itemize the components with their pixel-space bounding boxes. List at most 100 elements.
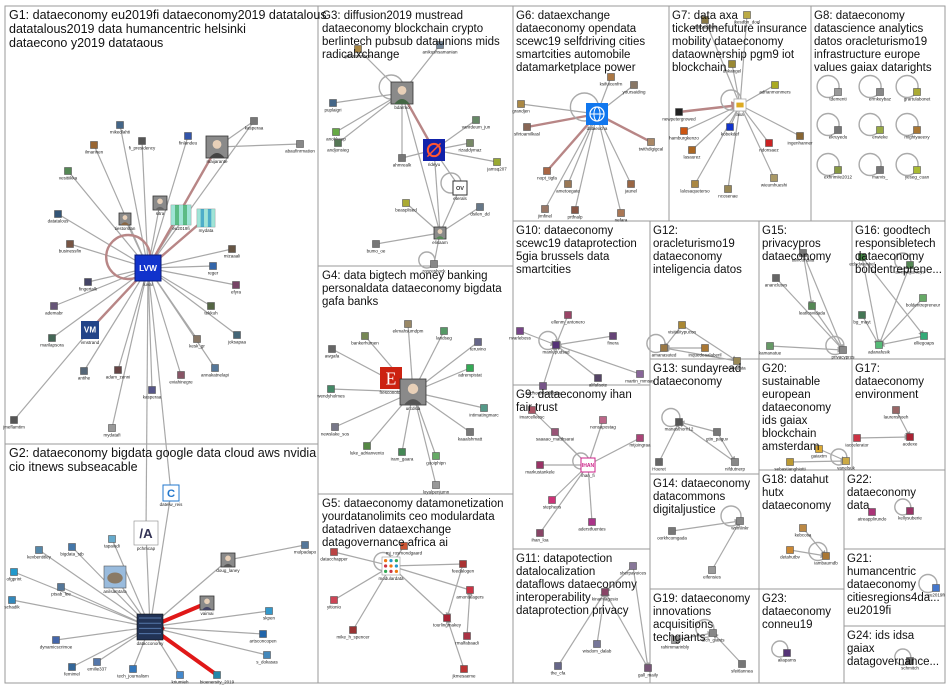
node-g12-a[interactable]: visitalitypucon [668, 321, 697, 335]
node-g1-v[interactable]: annakatnelapi [201, 364, 229, 378]
node-g7-c[interactable]: newpetergrowed [662, 108, 696, 122]
node-g9-f[interactable]: markustankele [525, 461, 555, 475]
node-g7-k[interactable]: lalosaqueterso [680, 180, 710, 194]
node-g10-b[interactable]: manlupudsad [542, 341, 570, 355]
node-g1-b[interactable]: mydata [196, 208, 216, 233]
node-g3-g[interactable]: anikushsamanian [422, 41, 458, 55]
node-g7-a[interactable]: axa [733, 98, 747, 117]
node-g4-f[interactable]: landseg [436, 327, 452, 341]
node-g2-j[interactable]: ofgprint [6, 568, 22, 582]
node-g21-a[interactable]: eu2019fi [927, 584, 945, 598]
node-g14-c[interactable]: eifensies [703, 566, 722, 580]
node-g13-c[interactable]: Hoeret [652, 458, 666, 472]
node-g3-h[interactable]: puplaigri [324, 99, 342, 113]
node-g3-m[interactable]: rizaddymaz [458, 139, 482, 153]
node-g2-i[interactable]: tapaiudi [104, 535, 120, 549]
node-g4-g[interactable]: teruvino [470, 338, 487, 352]
node-g17-a[interactable]: iaccelerator [845, 434, 869, 448]
node-g2-u[interactable]: s_dokasas [256, 651, 279, 665]
node-g2-v[interactable]: mulpadapo [294, 541, 317, 555]
node-g11-a[interactable]: wisdom_dalab [583, 640, 612, 654]
node-g3-b[interactable]: rideyu [423, 139, 445, 167]
node-g13-a[interactable]: manasthorn12 [665, 418, 694, 432]
node-g9-i[interactable]: ihan_loa [531, 529, 549, 543]
node-g19-b[interactable]: tech_giants [701, 629, 725, 643]
node-g7-g[interactable]: adrianmonmers [759, 81, 791, 95]
node-g13-d[interactable]: nifdutnerp [725, 458, 746, 472]
node-g1-m[interactable]: datatalous [48, 210, 70, 224]
node-g4-k[interactable]: gooiphipn [426, 452, 446, 466]
node-g8-i[interactable]: yeseg_cuan [905, 166, 930, 180]
node-g16-d[interactable]: elliegoaps [914, 332, 935, 346]
node-g10-d[interactable]: finera [607, 332, 619, 346]
node-g8-e[interactable]: erwieke [872, 126, 888, 140]
node-g16-f[interactable]: bg_mayt [853, 311, 871, 325]
node-g2-n[interactable]: femimel [64, 663, 80, 677]
node-g4-p[interactable]: loyalpenjumn [423, 481, 450, 495]
node-g9-c[interactable]: saaaao_matthsarai [536, 428, 574, 442]
node-g6-c[interactable]: sfirtoamilkasl [514, 123, 540, 137]
node-g15-a[interactable]: ananclusvs [765, 274, 788, 288]
node-g15-c[interactable]: leatlosvidada [799, 302, 826, 316]
node-g16-a[interactable]: eclsdwarrhel [849, 253, 875, 267]
node-g7-e[interactable]: lasaurez [683, 146, 701, 160]
node-g1-h[interactable]: finlandeu [179, 132, 198, 146]
node-g6-d[interactable]: nopt_tigfa [537, 167, 557, 181]
node-g8-b[interactable]: ermkeybaz [869, 88, 892, 102]
node-g11-c[interactable]: the_cfa [551, 662, 566, 676]
node-g3-p[interactable]: bumo_oe [367, 240, 386, 254]
node-g1-e[interactable]: tiestorstan [115, 212, 136, 231]
node-g5-h[interactable]: mj_rosmondgaard [386, 542, 423, 556]
node-g2-l[interactable]: ptsab_lee [51, 583, 71, 597]
node-g1-x[interactable]: kesk_gr [189, 335, 205, 349]
node-g8-d[interactable]: ekruyedu [829, 126, 848, 140]
node-g1-n[interactable]: businessfin [59, 240, 82, 254]
node-g5-f[interactable]: datacchapper [320, 548, 348, 562]
node-g5-d[interactable]: tourlingmakey [433, 614, 462, 628]
node-g5-e[interactable]: mike_h_spencer [336, 626, 370, 640]
node-g19-c[interactable]: sfeitlannea [731, 660, 753, 674]
node-g7-d[interactable]: hamburgkenzo [669, 127, 699, 141]
node-g1-r[interactable]: antihe [78, 367, 91, 381]
node-g1-ab[interactable]: efyra [231, 281, 242, 295]
node-g6-e[interactable]: ametoegate [556, 180, 580, 194]
node-g1-l[interactable]: vesitiikka [59, 167, 78, 181]
node-g2-g[interactable]: kevbentitley [27, 546, 52, 560]
node-g1-w[interactable]: joksapaa [227, 331, 247, 345]
node-g16-b[interactable]: amnaogunleys [895, 261, 925, 275]
node-g1-c[interactable]: maijarante [205, 135, 229, 164]
node-g12-d[interactable]: ginedata [728, 357, 746, 371]
node-g12-b[interactable]: amanasuted [652, 344, 677, 358]
node-g6-a[interactable]: dataexcha [586, 103, 608, 131]
node-g1-ad[interactable]: mydatafi [103, 424, 121, 438]
node-g1-j[interactable]: mikedlahti [110, 121, 130, 135]
node-g3-k[interactable]: jamsq207 [486, 158, 507, 172]
node-g1-k[interactable]: ilmarinen [85, 141, 104, 155]
node-g10-a[interactable]: ellenm_antonero [551, 311, 585, 325]
node-g11-b[interactable]: kinamiagosio [592, 588, 619, 602]
node-g3-q[interactable]: dsilen_dd [470, 203, 490, 217]
node-g9-h[interactable]: aderstfuentes [578, 518, 606, 532]
node-g4-i[interactable]: intimatingmarc [469, 404, 499, 418]
node-g6-k[interactable]: ksifuicenfrn [600, 73, 623, 87]
node-g9-g[interactable]: stephens [543, 496, 562, 510]
node-g6-i[interactable]: twithdigigcal [639, 138, 664, 152]
node-g17-b[interactable]: aodexe [903, 433, 918, 447]
node-g2-h[interactable]: bigdata_stb [60, 543, 84, 557]
node-g3-j[interactable]: andjonsieg [327, 139, 349, 153]
node-g1-t[interactable]: kasperaa [143, 386, 162, 400]
node-g22-a[interactable]: atreapplirundo [858, 508, 887, 522]
node-g18-b[interactable]: iambaumdb [814, 552, 838, 566]
node-g1-aa[interactable]: mizaaali [224, 245, 241, 259]
node-g1-p[interactable]: ademabr [45, 302, 63, 316]
node-g5-i[interactable]: rmalfabaadi [455, 632, 479, 646]
node-g15-b[interactable]: tamcondaa [792, 249, 815, 263]
node-g4-l[interactable]: iram_gaara [391, 448, 414, 462]
node-g9-b[interactable]: imarcelleesc [519, 406, 545, 420]
node-g10-g[interactable]: alifafaote [589, 374, 608, 388]
node-g9-e[interactable]: mtjoingraa [629, 434, 651, 448]
